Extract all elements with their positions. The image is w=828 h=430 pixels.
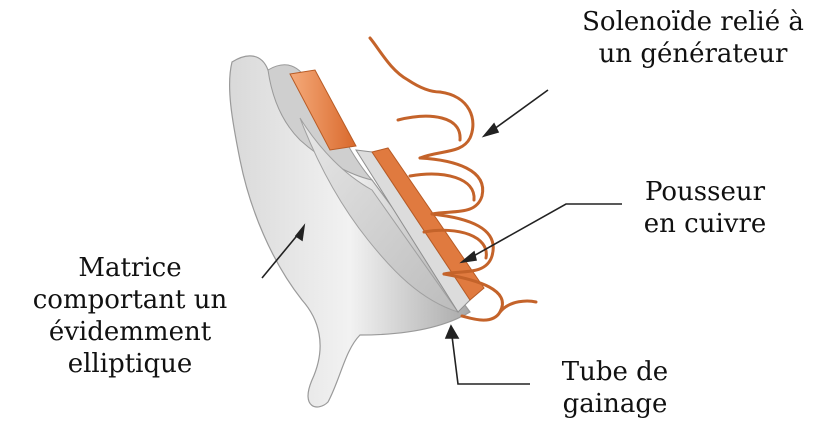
solenoid-arrowhead bbox=[484, 124, 498, 136]
pusher-label-line-2: en cuivre bbox=[600, 208, 810, 240]
solenoid-label-line-1: Solenoïde relié à bbox=[562, 6, 824, 38]
tube-leader bbox=[452, 336, 530, 384]
tube-label: Tube de gainage bbox=[540, 356, 690, 420]
pusher-label-line-1: Pousseur bbox=[600, 176, 810, 208]
pusher-label: Pousseur en cuivre bbox=[600, 176, 810, 240]
solenoid-label-line-2: un générateur bbox=[562, 38, 824, 70]
tube-arrowhead bbox=[446, 326, 458, 338]
matrix-label-line-3: évidemment bbox=[10, 316, 250, 348]
pusher-arrowhead bbox=[462, 252, 476, 262]
matrix-label-line-4: elliptique bbox=[10, 348, 250, 380]
matrix-label: Matrice comportant un évidemment ellipti… bbox=[10, 252, 250, 380]
matrix-label-line-1: Matrice bbox=[10, 252, 250, 284]
tube-label-line-1: Tube de bbox=[540, 356, 690, 388]
tube-label-line-2: gainage bbox=[540, 388, 690, 420]
matrix-label-line-2: comportant un bbox=[10, 284, 250, 316]
solenoid-leader bbox=[490, 90, 548, 132]
solenoid-label: Solenoïde relié à un générateur bbox=[562, 6, 824, 70]
